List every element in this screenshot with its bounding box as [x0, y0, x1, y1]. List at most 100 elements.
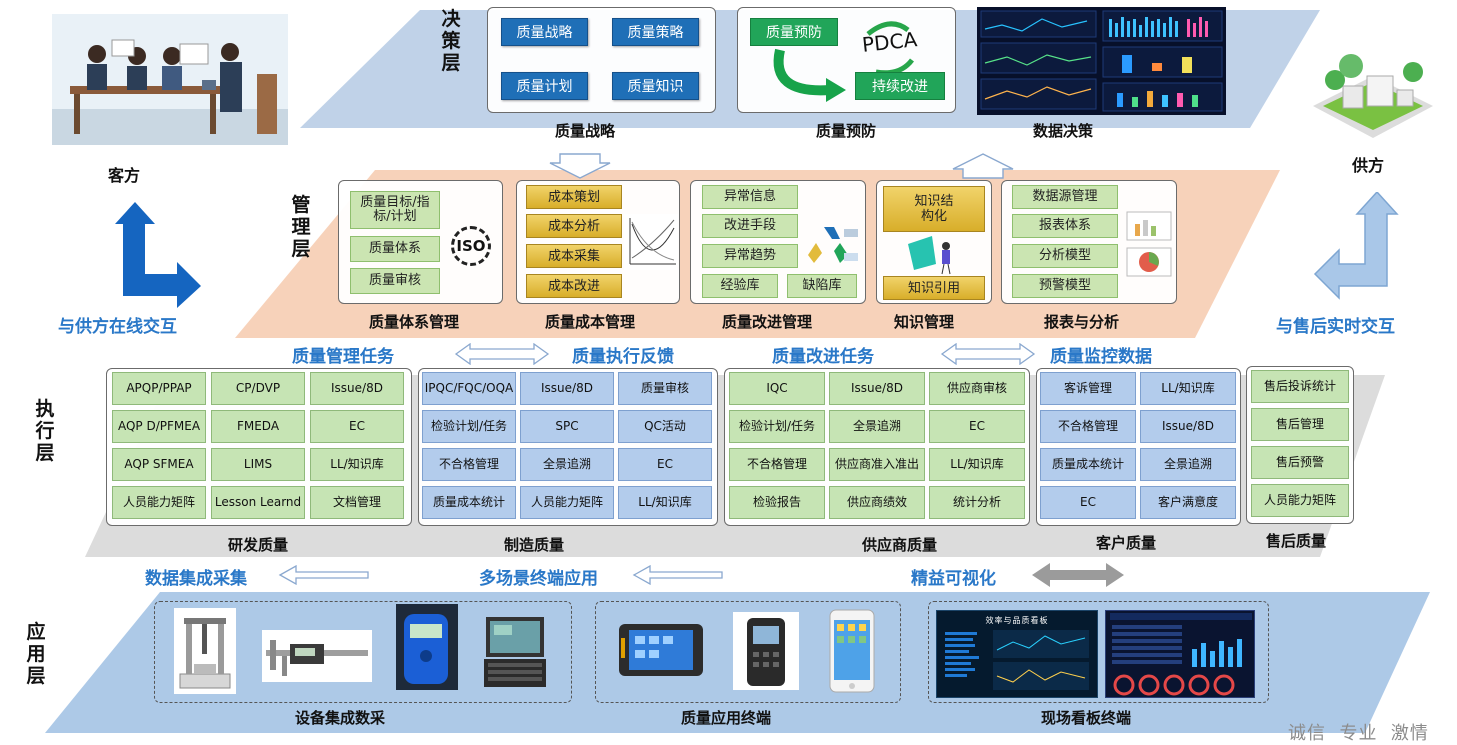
supplier-quality-cell[interactable]: EC — [929, 410, 1025, 443]
customer-quality-cell[interactable]: 不合格管理 — [1040, 410, 1136, 443]
after-sales-quality-cell[interactable]: 售后投诉统计 — [1251, 370, 1349, 403]
rd-quality-cell[interactable]: AQP SFMEA — [112, 448, 206, 481]
knowledge-item-citation[interactable]: 知识引用 — [883, 276, 985, 300]
rd-quality-cell[interactable]: EC — [310, 410, 404, 443]
supplier-quality-cell[interactable]: 检验报告 — [729, 486, 825, 519]
handheld-tester-icon[interactable] — [396, 604, 458, 690]
improve-item-experience-lib[interactable]: 经验库 — [702, 274, 778, 298]
report-item-report-system[interactable]: 报表体系 — [1012, 214, 1118, 238]
supplier-quality-cell[interactable]: 不合格管理 — [729, 448, 825, 481]
improve-item-exception-trend[interactable]: 异常趋势 — [702, 244, 798, 268]
barcode-scanner-icon[interactable] — [733, 612, 799, 690]
supplier-interaction-label: 与售后实时交互 — [1276, 317, 1395, 337]
supplier-label: 供方 — [1352, 156, 1385, 175]
rd-quality-cell[interactable]: Lesson Learnd — [211, 486, 305, 519]
mfg-quality-cell[interactable]: LL/知识库 — [618, 486, 712, 519]
after-sales-quality-cell[interactable]: 售后管理 — [1251, 408, 1349, 441]
strategy-item-quality-plan[interactable]: 质量计划 — [501, 72, 588, 100]
rd-quality-cell[interactable]: APQP/PPAP — [112, 372, 206, 405]
production-status-board[interactable] — [1105, 610, 1255, 698]
supplier-quality-cell[interactable]: 全景追溯 — [829, 410, 925, 443]
rugged-tablet-icon[interactable] — [617, 622, 705, 678]
flow-lean-visualization: 精益可视化 — [911, 569, 996, 589]
iso-text: ISO — [456, 237, 486, 255]
improve-item-defect-lib[interactable]: 缺陷库 — [787, 274, 857, 298]
rd-quality-cell[interactable]: 文档管理 — [310, 486, 404, 519]
cost-item-collection[interactable]: 成本采集 — [526, 244, 622, 268]
mfg-quality-cell[interactable]: QC活动 — [618, 410, 712, 443]
rd-quality-cell[interactable]: FMEDA — [211, 410, 305, 443]
customer-quality-cell[interactable]: 质量成本统计 — [1040, 448, 1136, 481]
knowledge-item-structured[interactable]: 知识结构化 — [883, 186, 985, 232]
after-sales-quality-cell[interactable]: 人员能力矩阵 — [1251, 484, 1349, 517]
rd-quality-cell[interactable]: AQP D/PFMEA — [112, 410, 206, 443]
customer-quality-cell[interactable]: Issue/8D — [1140, 410, 1236, 443]
cmm-machine-icon[interactable] — [174, 608, 236, 694]
mfg-quality-cell[interactable]: 检验计划/任务 — [422, 410, 516, 443]
flow-quality-execution-feedback: 质量执行反馈 — [572, 347, 674, 367]
flow-multi-scene-terminal: 多场景终端应用 — [479, 569, 598, 589]
rd-quality-cell[interactable]: LL/知识库 — [310, 448, 404, 481]
mfg-quality-cell[interactable]: SPC — [520, 410, 614, 443]
supplier-quality-cell[interactable]: 统计分析 — [929, 486, 1025, 519]
rd-quality-cell[interactable]: LIMS — [211, 448, 305, 481]
report-item-analysis-model[interactable]: 分析模型 — [1012, 244, 1118, 268]
mfg-quality-cell[interactable]: 不合格管理 — [422, 448, 516, 481]
improve-item-exception-info[interactable]: 异常信息 — [702, 185, 798, 209]
data-terminal-laptop-icon[interactable] — [482, 615, 548, 689]
report-chart-thumbnails — [1126, 211, 1172, 277]
mfg-quality-cell[interactable]: 质量审核 — [618, 372, 712, 405]
customer-quality-cell[interactable]: 客户满意度 — [1140, 486, 1236, 519]
application-layer-label: 应用层 — [26, 621, 46, 687]
strategy-item-quality-knowledge[interactable]: 质量知识 — [612, 72, 699, 100]
prevention-item-continuous-improvement[interactable]: 持续改进 — [855, 72, 945, 100]
supplier-quality-cell[interactable]: 供应商审核 — [929, 372, 1025, 405]
data-decision-dashboard[interactable] — [977, 7, 1226, 115]
cost-item-planning[interactable]: 成本策划 — [526, 185, 622, 209]
mfg-quality-cell[interactable]: 全景追溯 — [520, 448, 614, 481]
digital-caliper-icon[interactable] — [262, 630, 372, 682]
mfg-quality-cell[interactable]: Issue/8D — [520, 372, 614, 405]
strategy-item-quality-policy[interactable]: 质量策略 — [612, 18, 699, 46]
cost-item-improvement[interactable]: 成本改进 — [526, 274, 622, 298]
prevention-item-quality-prevention[interactable]: 质量预防 — [750, 18, 838, 46]
after-sales-quality-cell[interactable]: 售后预警 — [1251, 446, 1349, 479]
system-item-goals[interactable]: 质量目标/指标/计划 — [350, 191, 440, 229]
status-board-graphics — [1110, 613, 1252, 696]
data-decision-caption: 数据决策 — [1033, 122, 1094, 140]
efficiency-quality-board[interactable]: 效率与品质看板 — [936, 610, 1098, 698]
report-item-datasource[interactable]: 数据源管理 — [1012, 185, 1118, 209]
quality-strategy-caption: 质量战略 — [555, 122, 616, 140]
improve-item-methods[interactable]: 改进手段 — [702, 214, 798, 238]
system-item-quality-audit[interactable]: 质量审核 — [350, 268, 440, 294]
knowledge-caption: 知识管理 — [894, 313, 955, 331]
customer-quality-caption: 客户质量 — [1096, 534, 1157, 552]
flow-data-integration: 数据集成采集 — [145, 569, 247, 589]
system-item-quality-system[interactable]: 质量体系 — [350, 236, 440, 262]
device-integration-group — [154, 601, 572, 703]
quality-terminal-group — [595, 601, 901, 703]
supplier-quality-cell[interactable]: 供应商绩效 — [829, 486, 925, 519]
iso-icon: ISO — [451, 226, 491, 266]
supplier-quality-cell[interactable]: LL/知识库 — [929, 448, 1025, 481]
supplier-quality-cell[interactable]: Issue/8D — [829, 372, 925, 405]
rd-quality-cell[interactable]: Issue/8D — [310, 372, 404, 405]
strategy-item-quality-strategy[interactable]: 质量战略 — [501, 18, 588, 46]
rd-quality-cell[interactable]: CP/DVP — [211, 372, 305, 405]
mfg-quality-cell[interactable]: 质量成本统计 — [422, 486, 516, 519]
customer-quality-cell[interactable]: 全景追溯 — [1140, 448, 1236, 481]
smartphone-icon[interactable] — [827, 608, 877, 694]
report-item-alert-model[interactable]: 预警模型 — [1012, 274, 1118, 298]
customer-quality-cell[interactable]: EC — [1040, 486, 1136, 519]
customer-quality-cell[interactable]: 客诉管理 — [1040, 372, 1136, 405]
mfg-quality-cell[interactable]: IPQC/FQC/OQA — [422, 372, 516, 405]
customer-quality-cell[interactable]: LL/知识库 — [1140, 372, 1236, 405]
supplier-quality-cell[interactable]: 检验计划/任务 — [729, 410, 825, 443]
cost-item-analysis[interactable]: 成本分析 — [526, 214, 622, 238]
management-to-decision-arrow — [952, 153, 1014, 179]
mfg-quality-cell[interactable]: 人员能力矩阵 — [520, 486, 614, 519]
mfg-quality-cell[interactable]: EC — [618, 448, 712, 481]
supplier-quality-cell[interactable]: IQC — [729, 372, 825, 405]
supplier-quality-cell[interactable]: 供应商准入准出 — [829, 448, 925, 481]
rd-quality-cell[interactable]: 人员能力矩阵 — [112, 486, 206, 519]
